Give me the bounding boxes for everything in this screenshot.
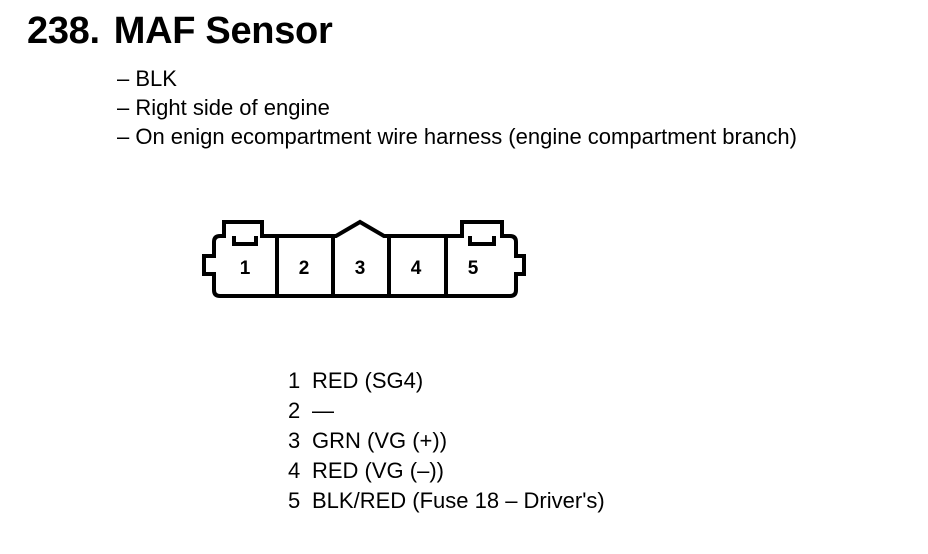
pinout-pin: 3 [288, 428, 301, 453]
pinout-row: 5 BLK/RED (Fuse 18 – Driver's) [288, 486, 605, 516]
pinout-wire: BLK/RED (Fuse 18 – Driver's) [312, 488, 605, 513]
pinout-row: 3 GRN (VG (+)) [288, 426, 605, 456]
connector-diagram: 1 2 3 4 5 [202, 219, 526, 298]
pinout-pin: 4 [288, 458, 301, 483]
pin-label: 3 [355, 258, 366, 279]
detail-harness: – On enign ecompartment wire harness (en… [117, 124, 797, 149]
pinout-row: 2— [288, 396, 605, 426]
connector-details: – BLK – Right side of engine – On enign … [117, 64, 797, 151]
title-number: 238. [27, 10, 100, 52]
pinout-row: 4 RED (VG (–)) [288, 456, 605, 486]
pin-label: 4 [411, 258, 422, 279]
pinout-row: 1 RED (SG4) [288, 366, 605, 396]
pin-label: 1 [240, 258, 251, 279]
pinout-wire: — [312, 398, 334, 423]
title-name: MAF Sensor [113, 10, 333, 52]
page-title: 238. MAF Sensor [27, 10, 333, 53]
detail-location: – Right side of engine [117, 95, 330, 120]
pin-label: 5 [468, 258, 479, 279]
pinout-wire: GRN (VG (+)) [312, 428, 448, 453]
pinout-pin: 1 [288, 368, 301, 393]
pinout-pin: 5 [288, 488, 301, 513]
connector-housing-outline [202, 219, 526, 298]
cavity-notch-left [232, 236, 258, 246]
detail-color: – BLK [117, 66, 177, 91]
pinout-wire: RED (SG4) [312, 368, 424, 393]
pinout-wire: RED (VG (–)) [312, 458, 444, 483]
cavity-notch-right [468, 236, 496, 246]
pin-label: 2 [299, 258, 310, 279]
pinout-pin: 2 [288, 398, 301, 423]
